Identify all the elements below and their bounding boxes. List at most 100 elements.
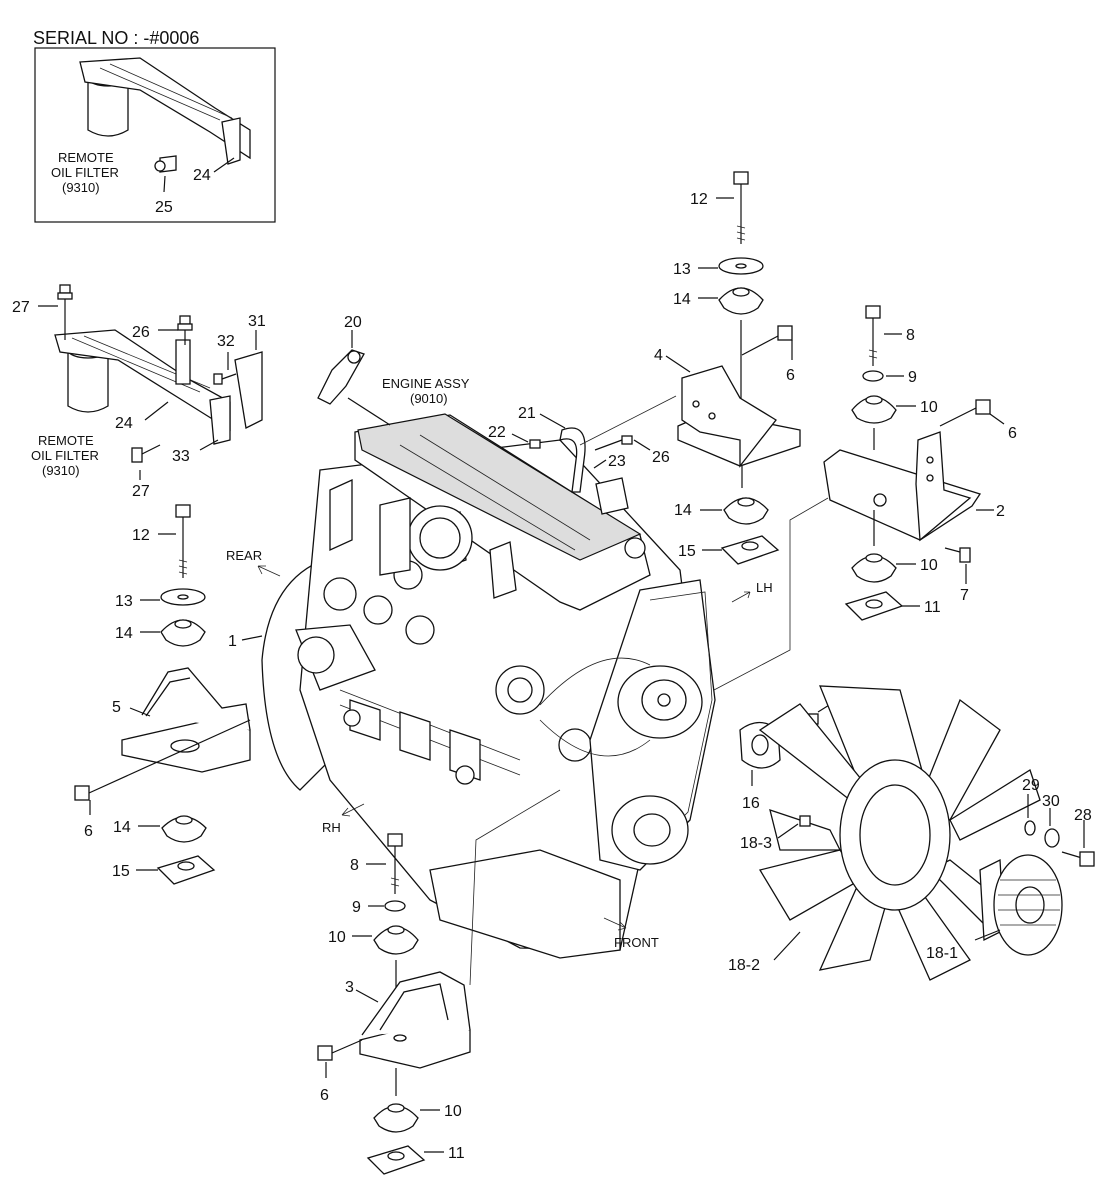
remote-oil-filter-assembly [54,329,263,445]
callout-29: 29 [1022,777,1040,794]
callout-23: 23 [608,453,626,470]
callout-14-left-upper: 14 [115,625,133,642]
callout-4: 4 [654,347,663,364]
cushion-14-right-upper [718,287,764,315]
cushion-14-left-upper [160,619,206,647]
cushion-10-right-lower [851,553,897,583]
filter-line3: (9310) [42,463,80,478]
inset-frame [34,47,276,223]
cushion-14-right-lower [723,497,769,525]
callout-18-2: 18-2 [728,957,760,974]
plate-11-lower [366,1145,426,1175]
callout-25: 25 [155,199,173,216]
callout-7: 7 [960,587,969,604]
callout-24-inset: 24 [193,167,211,184]
callout-10-right-lower: 10 [920,557,938,574]
nut-18-3 [799,815,811,827]
direction-rear: REAR [226,548,262,563]
direction-rh: RH [322,820,341,835]
washer-13-left [160,588,206,606]
inset-filter-line3: (9310) [62,180,100,195]
cushion-10-lower-upper [373,925,419,955]
callout-11-right: 11 [924,599,941,616]
callout-6-upper: 6 [786,367,795,384]
crank-pulley [611,795,689,865]
callout-13-left: 13 [115,593,133,610]
bolt-8-lower [387,833,403,894]
bracket-5 [121,667,251,773]
bolt-27-bottom [131,444,161,463]
plate-15-left [156,855,216,885]
direction-lh: LH [756,580,773,595]
cushion-10-right-upper [851,395,897,424]
callout-9-lower: 9 [352,899,361,916]
callout-21: 21 [518,405,536,422]
callout-28: 28 [1074,807,1092,824]
bracket-2 [823,431,982,542]
callout-33: 33 [172,448,190,465]
callout-11-lower: 11 [448,1145,465,1162]
callout-32: 32 [217,333,235,350]
callout-1: 1 [228,633,237,650]
callout-3: 3 [345,979,354,996]
direction-front: FRONT [614,935,659,950]
callout-31: 31 [248,313,266,330]
callout-22: 22 [488,424,506,441]
callout-14-left-lower: 14 [113,819,131,836]
callout-18-1: 18-1 [926,945,958,962]
bolt-26-right [594,435,633,451]
callout-14-right-lower: 14 [674,502,692,519]
washer-9-lower [384,900,406,912]
filter-line1: REMOTE [38,433,94,448]
callout-8-lower: 8 [350,857,359,874]
bracket-4 [677,365,801,468]
inset-filter-line2: OIL FILTER [51,165,119,180]
callout-10-lower-upper: 10 [328,929,346,946]
washer-9-right [862,370,884,382]
plate-11-right [844,591,904,621]
callout-5: 5 [112,699,121,716]
engine-assy-line2: (9010) [410,391,448,406]
callout-2: 2 [996,503,1005,520]
bolt-28 [1061,851,1095,867]
fan-pulley [617,665,703,739]
callout-30: 30 [1042,793,1060,810]
filter-line2: OIL FILTER [31,448,99,463]
inset-remote-oil-filter [79,57,251,173]
callout-6-lower: 6 [320,1087,329,1104]
engine-assembly [261,413,716,959]
inset-filter-line1: REMOTE [58,150,114,165]
callout-6-left: 6 [84,823,93,840]
bolt-12-right [733,171,749,244]
callout-8-right: 8 [906,327,915,344]
engine-assy-line1: ENGINE ASSY [382,376,470,391]
callout-26-left: 26 [132,324,150,341]
bolt-32 [213,373,237,385]
callout-20: 20 [344,314,362,331]
plate-15-right [720,535,780,565]
callout-12-left: 12 [132,527,150,544]
washer-30 [1044,828,1060,848]
bracket-3 [359,971,471,1069]
breather-tube-21 [559,427,586,493]
bolt-27-top [57,284,73,340]
bolt-6-upper [741,325,793,356]
bolt-12-left [175,504,191,578]
bolt-6-far-right [939,399,991,427]
fan-18-2 [758,685,1041,981]
callout-13-right: 13 [673,261,691,278]
bolt-7 [944,547,971,563]
callout-10-right-upper: 10 [920,399,938,416]
callout-12-right: 12 [690,191,708,208]
callout-6-far-right: 6 [1008,425,1017,442]
callout-27-top: 27 [12,299,30,316]
turbocharger [379,497,473,590]
bolt-8-right [865,305,881,366]
washer-29 [1024,820,1036,836]
alternator [495,665,545,715]
callout-15-left: 15 [112,863,130,880]
callout-26-right: 26 [652,449,670,466]
bolt-6-lower [317,1039,363,1061]
callout-24-main: 24 [115,415,133,432]
